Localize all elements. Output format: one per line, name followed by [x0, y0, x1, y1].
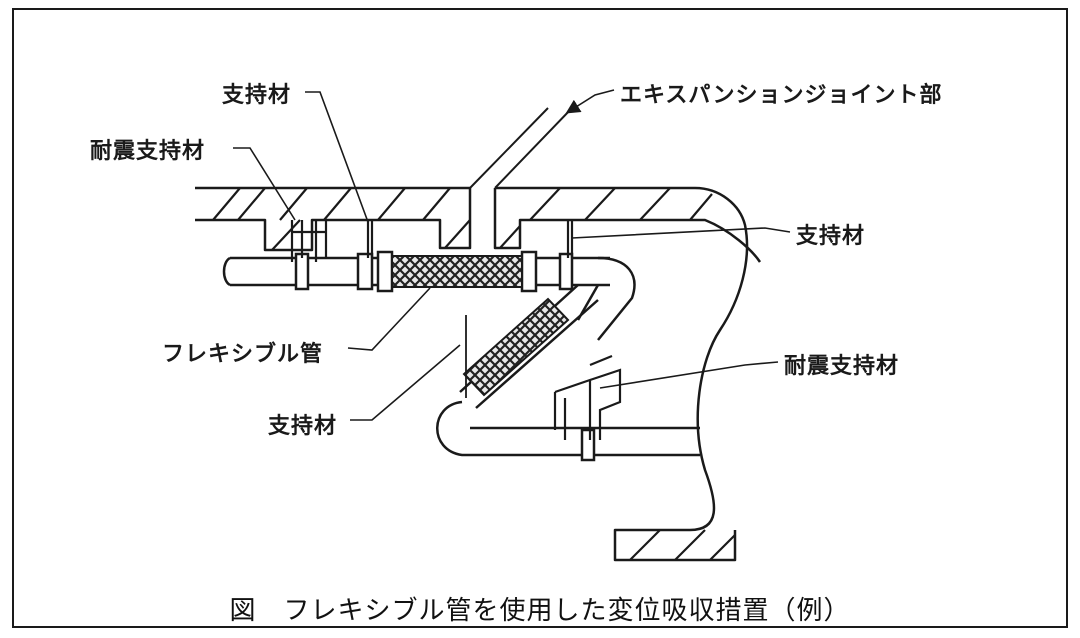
figure-caption: 図 フレキシブル管を使用した変位吸収措置（例）: [229, 596, 851, 626]
label-support-right: 支持材: [796, 224, 866, 249]
label-support-bottom: 支持材: [268, 414, 338, 439]
slab-hatching: [212, 187, 736, 561]
label-support-top: 支持材: [222, 83, 292, 108]
leader-lines: [233, 89, 791, 421]
label-seismic-support-left: 耐震支持材: [90, 139, 206, 164]
label-expansion-joint: エキスパンションジョイント部: [620, 83, 943, 108]
building-structure: [195, 107, 762, 562]
label-flexible-pipe: フレキシブル管: [162, 342, 324, 367]
supports: [290, 220, 622, 440]
flexible-pipe-mesh: [391, 255, 570, 397]
label-seismic-support-right: 耐震支持材: [784, 354, 900, 379]
figure-frame: [12, 8, 1068, 628]
pipe-run: [222, 250, 700, 462]
